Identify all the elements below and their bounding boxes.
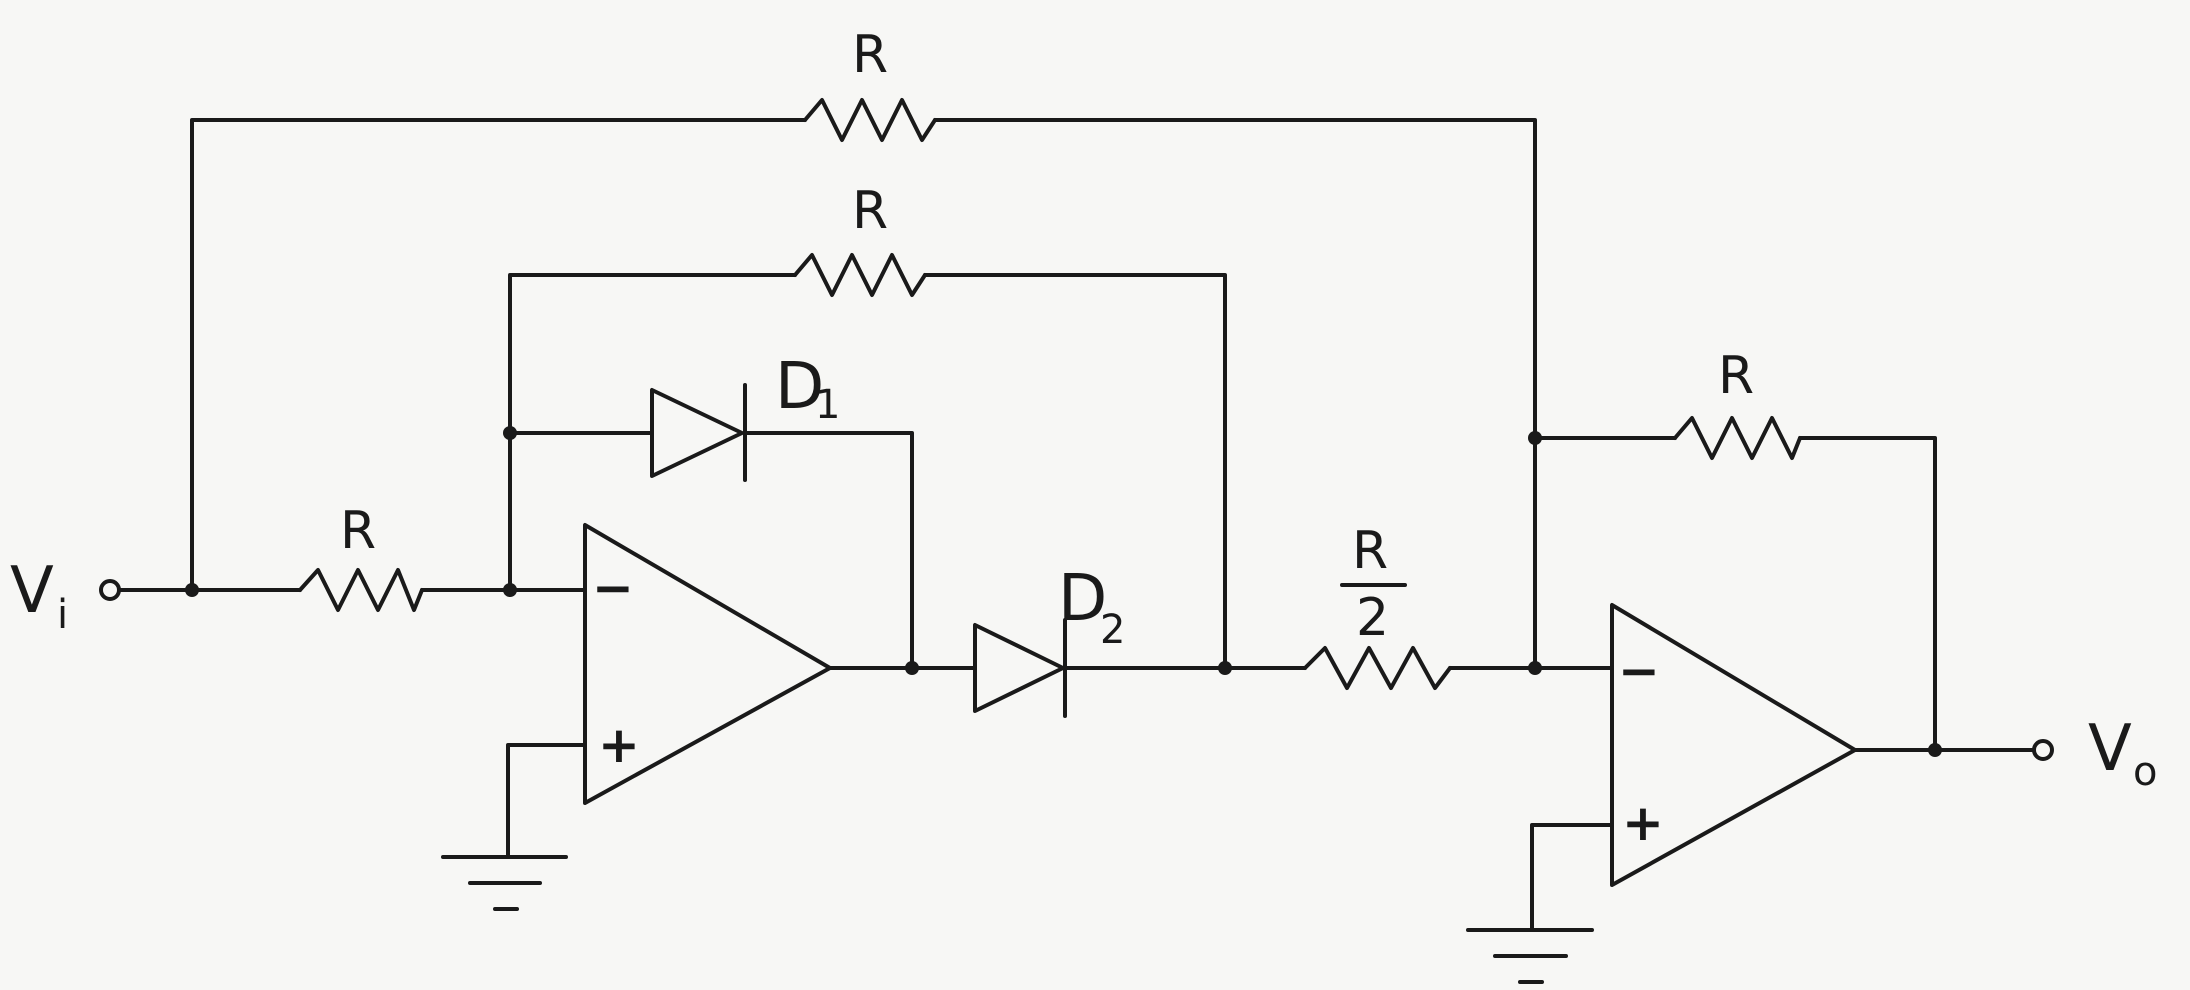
label-r-input: R — [340, 501, 376, 561]
label-d1: D — [775, 350, 824, 424]
opamp-1-minus-sign: − — [592, 559, 634, 617]
output-terminal — [2032, 739, 2054, 761]
wire-top-loop-left — [190, 118, 807, 592]
junction-d2-out — [1218, 661, 1232, 675]
wire-mid-loop-right — [923, 273, 1227, 670]
label-output: V — [2088, 712, 2132, 786]
resistor-half — [1303, 646, 1452, 690]
opamp-2 — [1610, 603, 1857, 887]
opamp-2-body — [1610, 603, 1857, 887]
diode-d2-body — [973, 623, 1065, 713]
label-d1-sub: 1 — [815, 382, 840, 428]
wire-fb2-right — [1798, 436, 1937, 752]
opamp-1-body — [583, 523, 832, 805]
label-d2-sub: 2 — [1100, 607, 1125, 653]
label-r-top: R — [852, 25, 888, 85]
label-r-mid: R — [852, 181, 888, 241]
diode-d2 — [973, 618, 1067, 718]
ground-2 — [1466, 928, 1594, 984]
label-input-sub: i — [57, 592, 68, 638]
resistor-feedback-2 — [1673, 416, 1802, 460]
wire-top-loop-right — [933, 118, 1537, 670]
opamp-1 — [508, 523, 832, 805]
label-r-feedback-2: R — [1718, 346, 1754, 406]
wire-oa2-plus — [1530, 823, 1614, 930]
junction-fb2-left — [1528, 431, 1542, 445]
junction-summing-2 — [1528, 661, 1542, 675]
resistor-top — [803, 98, 937, 142]
junction-d1-left — [503, 426, 517, 440]
label-input: V — [10, 554, 54, 628]
wire-mid-loop-left — [508, 273, 797, 592]
input-terminal — [99, 579, 121, 601]
resistor-input — [298, 568, 424, 612]
label-output-sub: o — [2133, 749, 2157, 795]
diode-d1-body — [650, 388, 744, 478]
diode-d1 — [650, 383, 747, 482]
opamp-2-plus-sign: + — [1622, 794, 1664, 852]
opamp-2-minus-sign: − — [1618, 642, 1660, 700]
opamp-1-plus-sign: + — [598, 716, 640, 774]
label-r-half-den: 2 — [1356, 588, 1389, 648]
wires — [116, 118, 2037, 930]
junction-output — [1928, 743, 1942, 757]
junctions — [185, 426, 1942, 757]
junction-input — [185, 583, 199, 597]
resistor-mid — [793, 253, 927, 297]
ground-1 — [441, 855, 568, 911]
label-r-half-num: R — [1352, 521, 1388, 581]
junction-oa1-out — [905, 661, 919, 675]
wire-oa1-plus — [506, 743, 587, 857]
label-d2: D — [1058, 562, 1107, 636]
wire-d1-right — [743, 431, 914, 670]
